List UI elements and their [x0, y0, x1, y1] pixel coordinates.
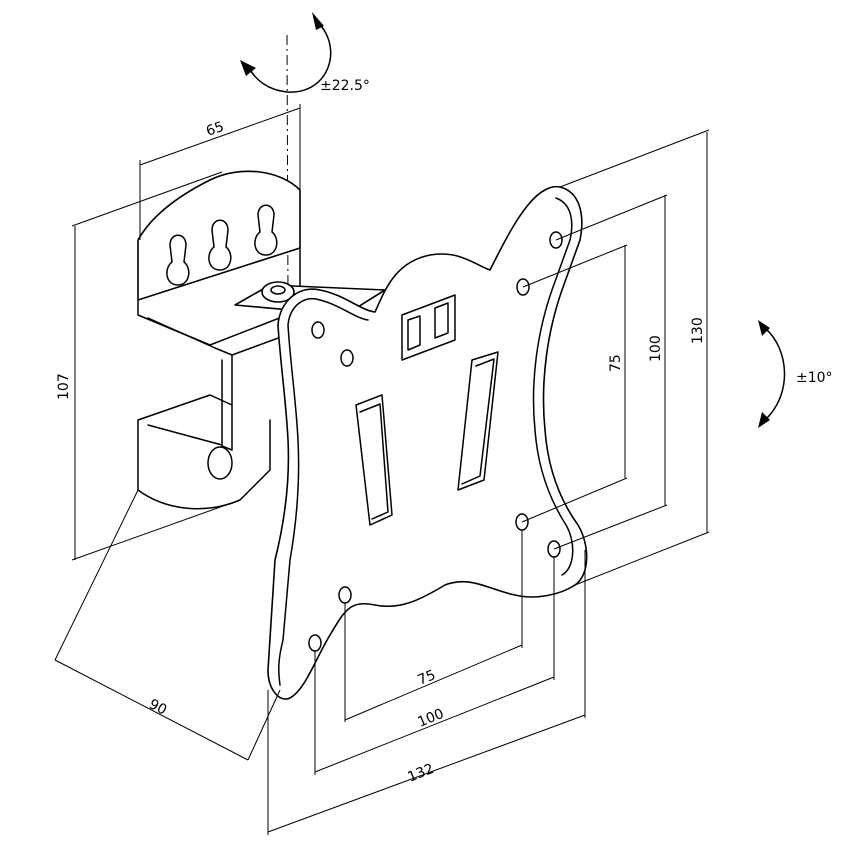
- dim-line-65: [139, 107, 301, 166]
- dim-ext-100v-bottom: [553, 504, 668, 550]
- tilt-arrowhead-top-icon: [758, 320, 770, 336]
- wall-plate: [137, 170, 301, 301]
- tilt-rotation-indicator: ±10°: [758, 320, 833, 428]
- tilt-angle-label: ±10°: [796, 370, 833, 386]
- bracket-arm: [147, 317, 233, 451]
- bracket-lower-inner: [147, 424, 223, 446]
- vesa-slot-right: [457, 351, 499, 491]
- tilt-arrowhead-bottom-icon: [758, 412, 770, 428]
- dim-label-100-vertical: 100: [648, 335, 664, 362]
- dim-ext-100v-top: [555, 194, 668, 241]
- dim-line-132: [267, 714, 586, 833]
- dim-ext-75v-bottom: [521, 477, 628, 523]
- keyhole-slot-right: [254, 204, 278, 256]
- vesa-plate: [267, 185, 588, 700]
- dim-label-100-horizontal: 100: [416, 706, 447, 731]
- vesa-hole-top-left-inner: [340, 349, 354, 367]
- dim-label-75-horizontal: 75: [416, 667, 439, 689]
- dimension-lines: 65 107 90 75 100 132 75 1: [54, 104, 710, 835]
- swivel-arc: [247, 19, 332, 93]
- locking-clip: [401, 294, 456, 361]
- dim-line-75-horizontal: [344, 644, 523, 721]
- swivel-rotation-indicator: ±22.5°: [240, 12, 370, 301]
- swivel-axis-centerline: [286, 34, 289, 301]
- swivel-arrowhead-left-icon: [240, 60, 256, 76]
- dim-ext-130-bottom: [574, 531, 710, 586]
- bracket-lower-top: [137, 394, 233, 421]
- keyhole-slot-left: [166, 234, 190, 286]
- bracket-lower-plate: [137, 419, 271, 510]
- dim-ext-107-top: [71, 171, 223, 227]
- dim-line-90: [54, 659, 249, 761]
- swivel-bolt-head: [261, 281, 295, 303]
- dim-ext-90-right: [247, 689, 281, 761]
- swivel-bolt-socket: [270, 285, 286, 295]
- dim-label-132: 132: [406, 761, 437, 786]
- swivel-arrowhead-top-icon: [312, 12, 324, 30]
- dim-label-75-vertical: 75: [608, 354, 624, 372]
- vesa-slot-left: [355, 394, 393, 526]
- keyhole-slot-middle: [208, 219, 232, 271]
- vesa-hole-top-left-outer: [311, 321, 325, 339]
- vesa-plate-rim-edge: [278, 197, 574, 686]
- dim-line-100-horizontal: [314, 676, 555, 773]
- dim-ext-107-bottom: [71, 499, 241, 561]
- dim-label-130: 130: [690, 317, 706, 344]
- locking-clip-tabs: [407, 302, 449, 351]
- vesa-hole-bottom-left-inner: [338, 586, 352, 604]
- dim-ext-130-top: [559, 129, 710, 188]
- bracket-lower-hole: [207, 446, 233, 480]
- dim-ext-90-left: [54, 489, 139, 661]
- vesa-hole-bottom-left-outer: [308, 634, 322, 652]
- dim-label-107: 107: [56, 373, 72, 400]
- vesa-plate-outline: [267, 185, 588, 700]
- dim-label-65: 65: [204, 119, 226, 140]
- swivel-angle-label: ±22.5°: [320, 78, 370, 94]
- tilt-arc: [764, 327, 786, 421]
- dim-label-90: 90: [146, 696, 169, 718]
- dim-ext-75v-top: [522, 244, 628, 288]
